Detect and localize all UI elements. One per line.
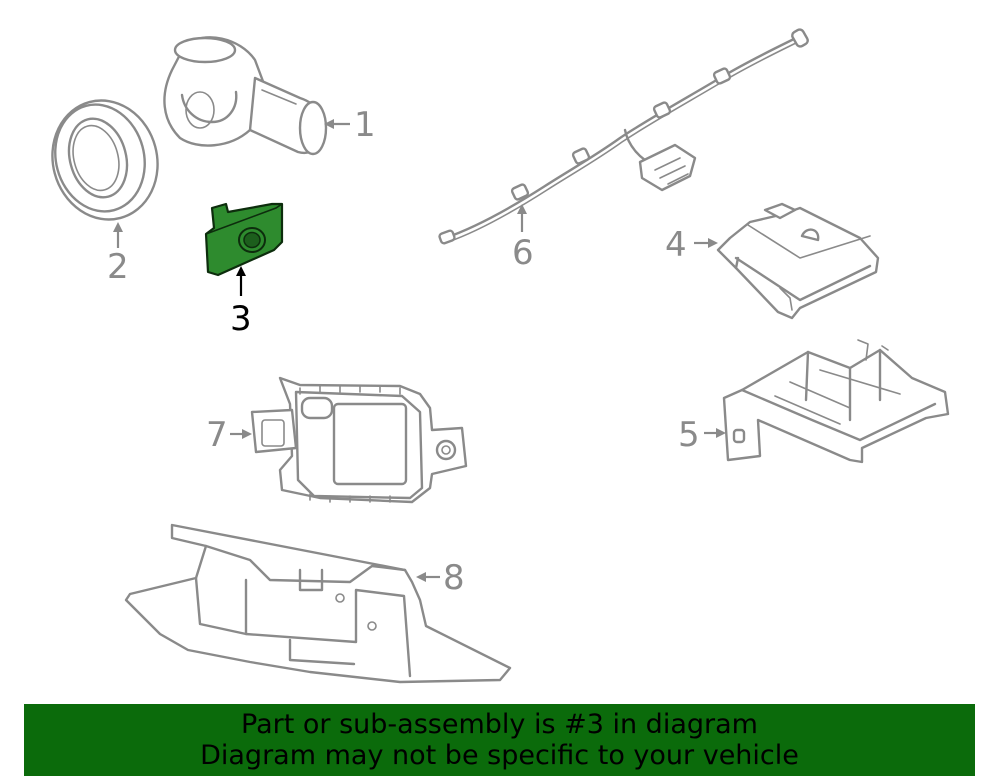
part-6-wire-harness[interactable] xyxy=(438,28,809,245)
banner-line-2: Diagram may not be specific to your vehi… xyxy=(200,740,799,771)
callout-5: 5 xyxy=(678,415,700,455)
part-3-sensor-bracket[interactable] xyxy=(204,202,284,277)
callout-3: 3 xyxy=(230,299,252,339)
callout-8: 8 xyxy=(443,558,465,598)
info-banner: Part or sub-assembly is #3 in diagram Di… xyxy=(24,704,975,776)
parts-diagram: 1 2 3 4 5 6 7 8 xyxy=(39,28,950,684)
callout-1: 1 xyxy=(354,105,376,145)
part-2-sensor-ring[interactable] xyxy=(39,89,171,232)
part-5-mounting-bracket[interactable] xyxy=(722,339,950,464)
callout-7: 7 xyxy=(206,415,228,455)
callout-2: 2 xyxy=(107,247,129,287)
leader-4 xyxy=(694,238,718,248)
leader-1 xyxy=(324,119,350,129)
callout-4: 4 xyxy=(665,225,687,265)
part-8-bumper-bracket[interactable] xyxy=(124,523,512,684)
leader-3 xyxy=(236,266,246,296)
leader-6 xyxy=(517,204,527,232)
leader-7 xyxy=(230,429,252,439)
callout-6: 6 xyxy=(512,233,534,273)
part-1-parking-sensor[interactable] xyxy=(163,36,328,156)
leader-5 xyxy=(704,428,726,438)
banner-line-1: Part or sub-assembly is #3 in diagram xyxy=(241,709,758,740)
part-4-control-module[interactable] xyxy=(716,202,880,320)
part-7-radar-module[interactable] xyxy=(250,376,468,504)
leader-2 xyxy=(113,222,123,248)
leader-8 xyxy=(416,572,440,582)
